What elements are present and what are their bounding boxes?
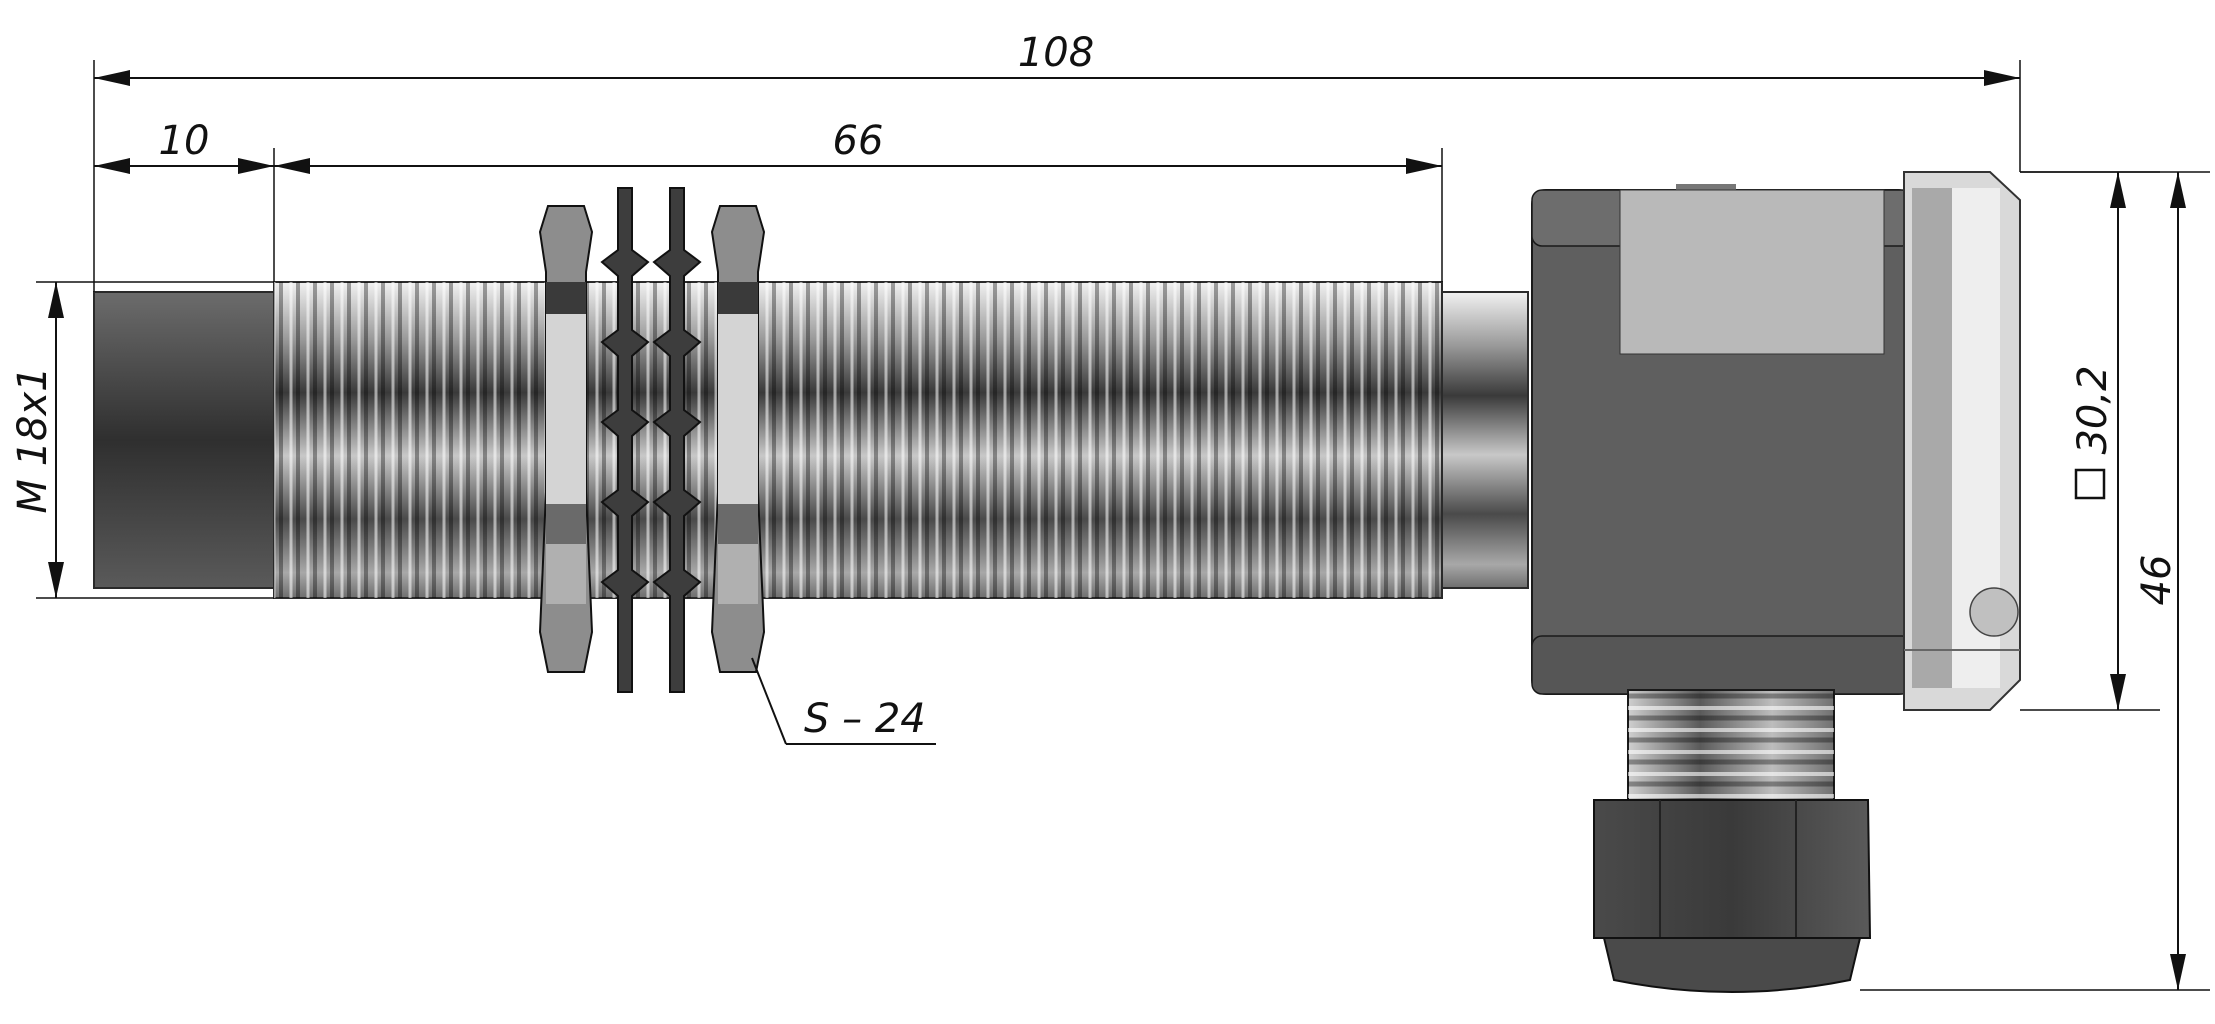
nut-size-label: S – 24 bbox=[804, 696, 926, 742]
sensor-body bbox=[93, 171, 2021, 993]
cable-gland bbox=[1593, 689, 1872, 993]
square-symbol-icon bbox=[2074, 468, 2106, 500]
leader-nut-size: S – 24 bbox=[751, 657, 936, 745]
dim-housing-square: 30,2 bbox=[2020, 171, 2160, 711]
lock-washer-right bbox=[652, 187, 702, 693]
barrel-neck bbox=[1441, 291, 1529, 589]
thread-size-label: M 18x1 bbox=[10, 366, 56, 513]
connector-housing bbox=[1531, 171, 2021, 711]
dim-total-height: 46 bbox=[1860, 171, 2210, 991]
lock-washer-left bbox=[600, 187, 650, 693]
dim-tip-length: 10 bbox=[94, 118, 275, 282]
hex-nut-right bbox=[710, 205, 766, 673]
dim-thread-size: M 18x1 bbox=[10, 281, 274, 599]
dim-overall-length: 108 bbox=[93, 30, 2021, 292]
hex-nut-left bbox=[538, 205, 594, 673]
label-panel bbox=[1619, 189, 1885, 355]
dim-thread-length: 66 bbox=[274, 118, 1443, 282]
barrel-thread-texture bbox=[274, 282, 1442, 598]
sensing-tip bbox=[93, 291, 275, 589]
lock-washers bbox=[600, 187, 702, 693]
led-indicator-icon bbox=[1969, 587, 2019, 637]
total-height-label: 46 bbox=[2134, 555, 2180, 606]
tip-length-label: 10 bbox=[159, 118, 210, 164]
overall-length-label: 108 bbox=[1018, 30, 1094, 76]
housing-square-label: 30,2 bbox=[2070, 365, 2116, 454]
thread-length-label: 66 bbox=[833, 118, 884, 164]
